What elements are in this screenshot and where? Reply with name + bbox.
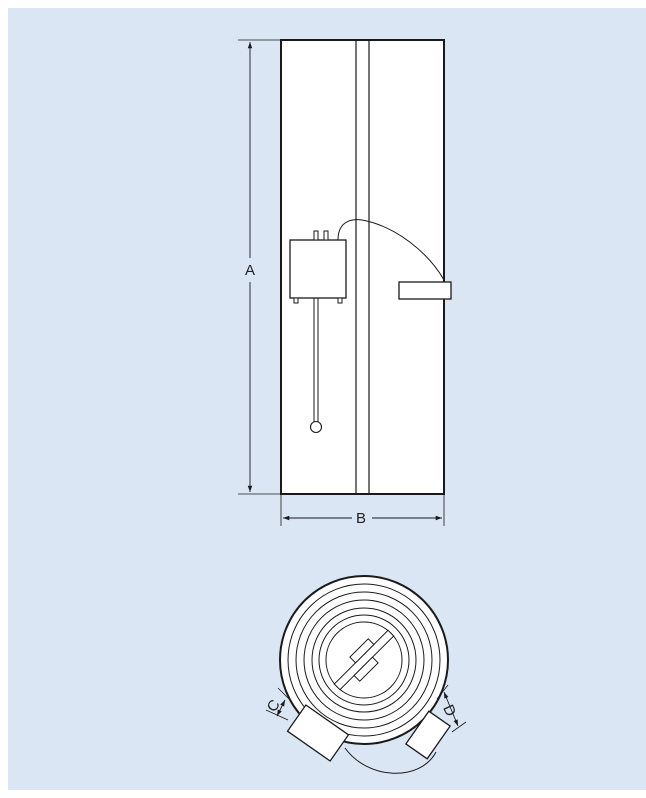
dimension-c-line xyxy=(276,699,286,717)
inner-ring xyxy=(325,621,403,699)
dimension-c-ext-1 xyxy=(277,687,292,702)
side-view xyxy=(280,39,452,495)
terminal-block-right xyxy=(404,710,452,760)
dimension-c-label: C xyxy=(264,696,284,715)
coil-ring-1 xyxy=(287,583,441,737)
thermostat-box xyxy=(289,239,347,299)
dimension-d-ext-2 xyxy=(451,721,467,733)
dimension-c xyxy=(265,687,292,721)
connection-wire xyxy=(337,219,445,281)
sensor-bulb xyxy=(309,420,323,434)
dimension-a-label: A xyxy=(245,262,255,279)
mount-tab-left xyxy=(293,297,299,304)
dimension-d-ext-1 xyxy=(436,684,449,700)
center-bracket xyxy=(333,629,395,691)
dimension-d xyxy=(436,684,467,733)
terminal-pin-left xyxy=(313,230,319,241)
contact-upper xyxy=(349,638,375,664)
terminal-block-left xyxy=(286,704,350,762)
dimension-b-label: B xyxy=(356,510,366,527)
top-view xyxy=(279,575,452,774)
mount-tab-right xyxy=(337,297,343,304)
bottom-wire xyxy=(344,747,437,774)
dimension-a xyxy=(238,39,281,495)
coil-ring-4 xyxy=(311,607,417,713)
dimension-d-line xyxy=(443,691,459,727)
coil-ring-2 xyxy=(295,591,433,729)
dimension-d-label: D xyxy=(439,702,459,719)
terminal-pin-right xyxy=(323,230,329,241)
terminal-block-right-body xyxy=(404,710,452,760)
terminal-block-left-body xyxy=(286,704,350,762)
contact-lower xyxy=(353,656,379,682)
dimension-b xyxy=(280,494,445,526)
coil-ring-5 xyxy=(318,614,410,706)
terminal-block xyxy=(398,281,452,300)
coil-ring-3 xyxy=(303,599,425,721)
